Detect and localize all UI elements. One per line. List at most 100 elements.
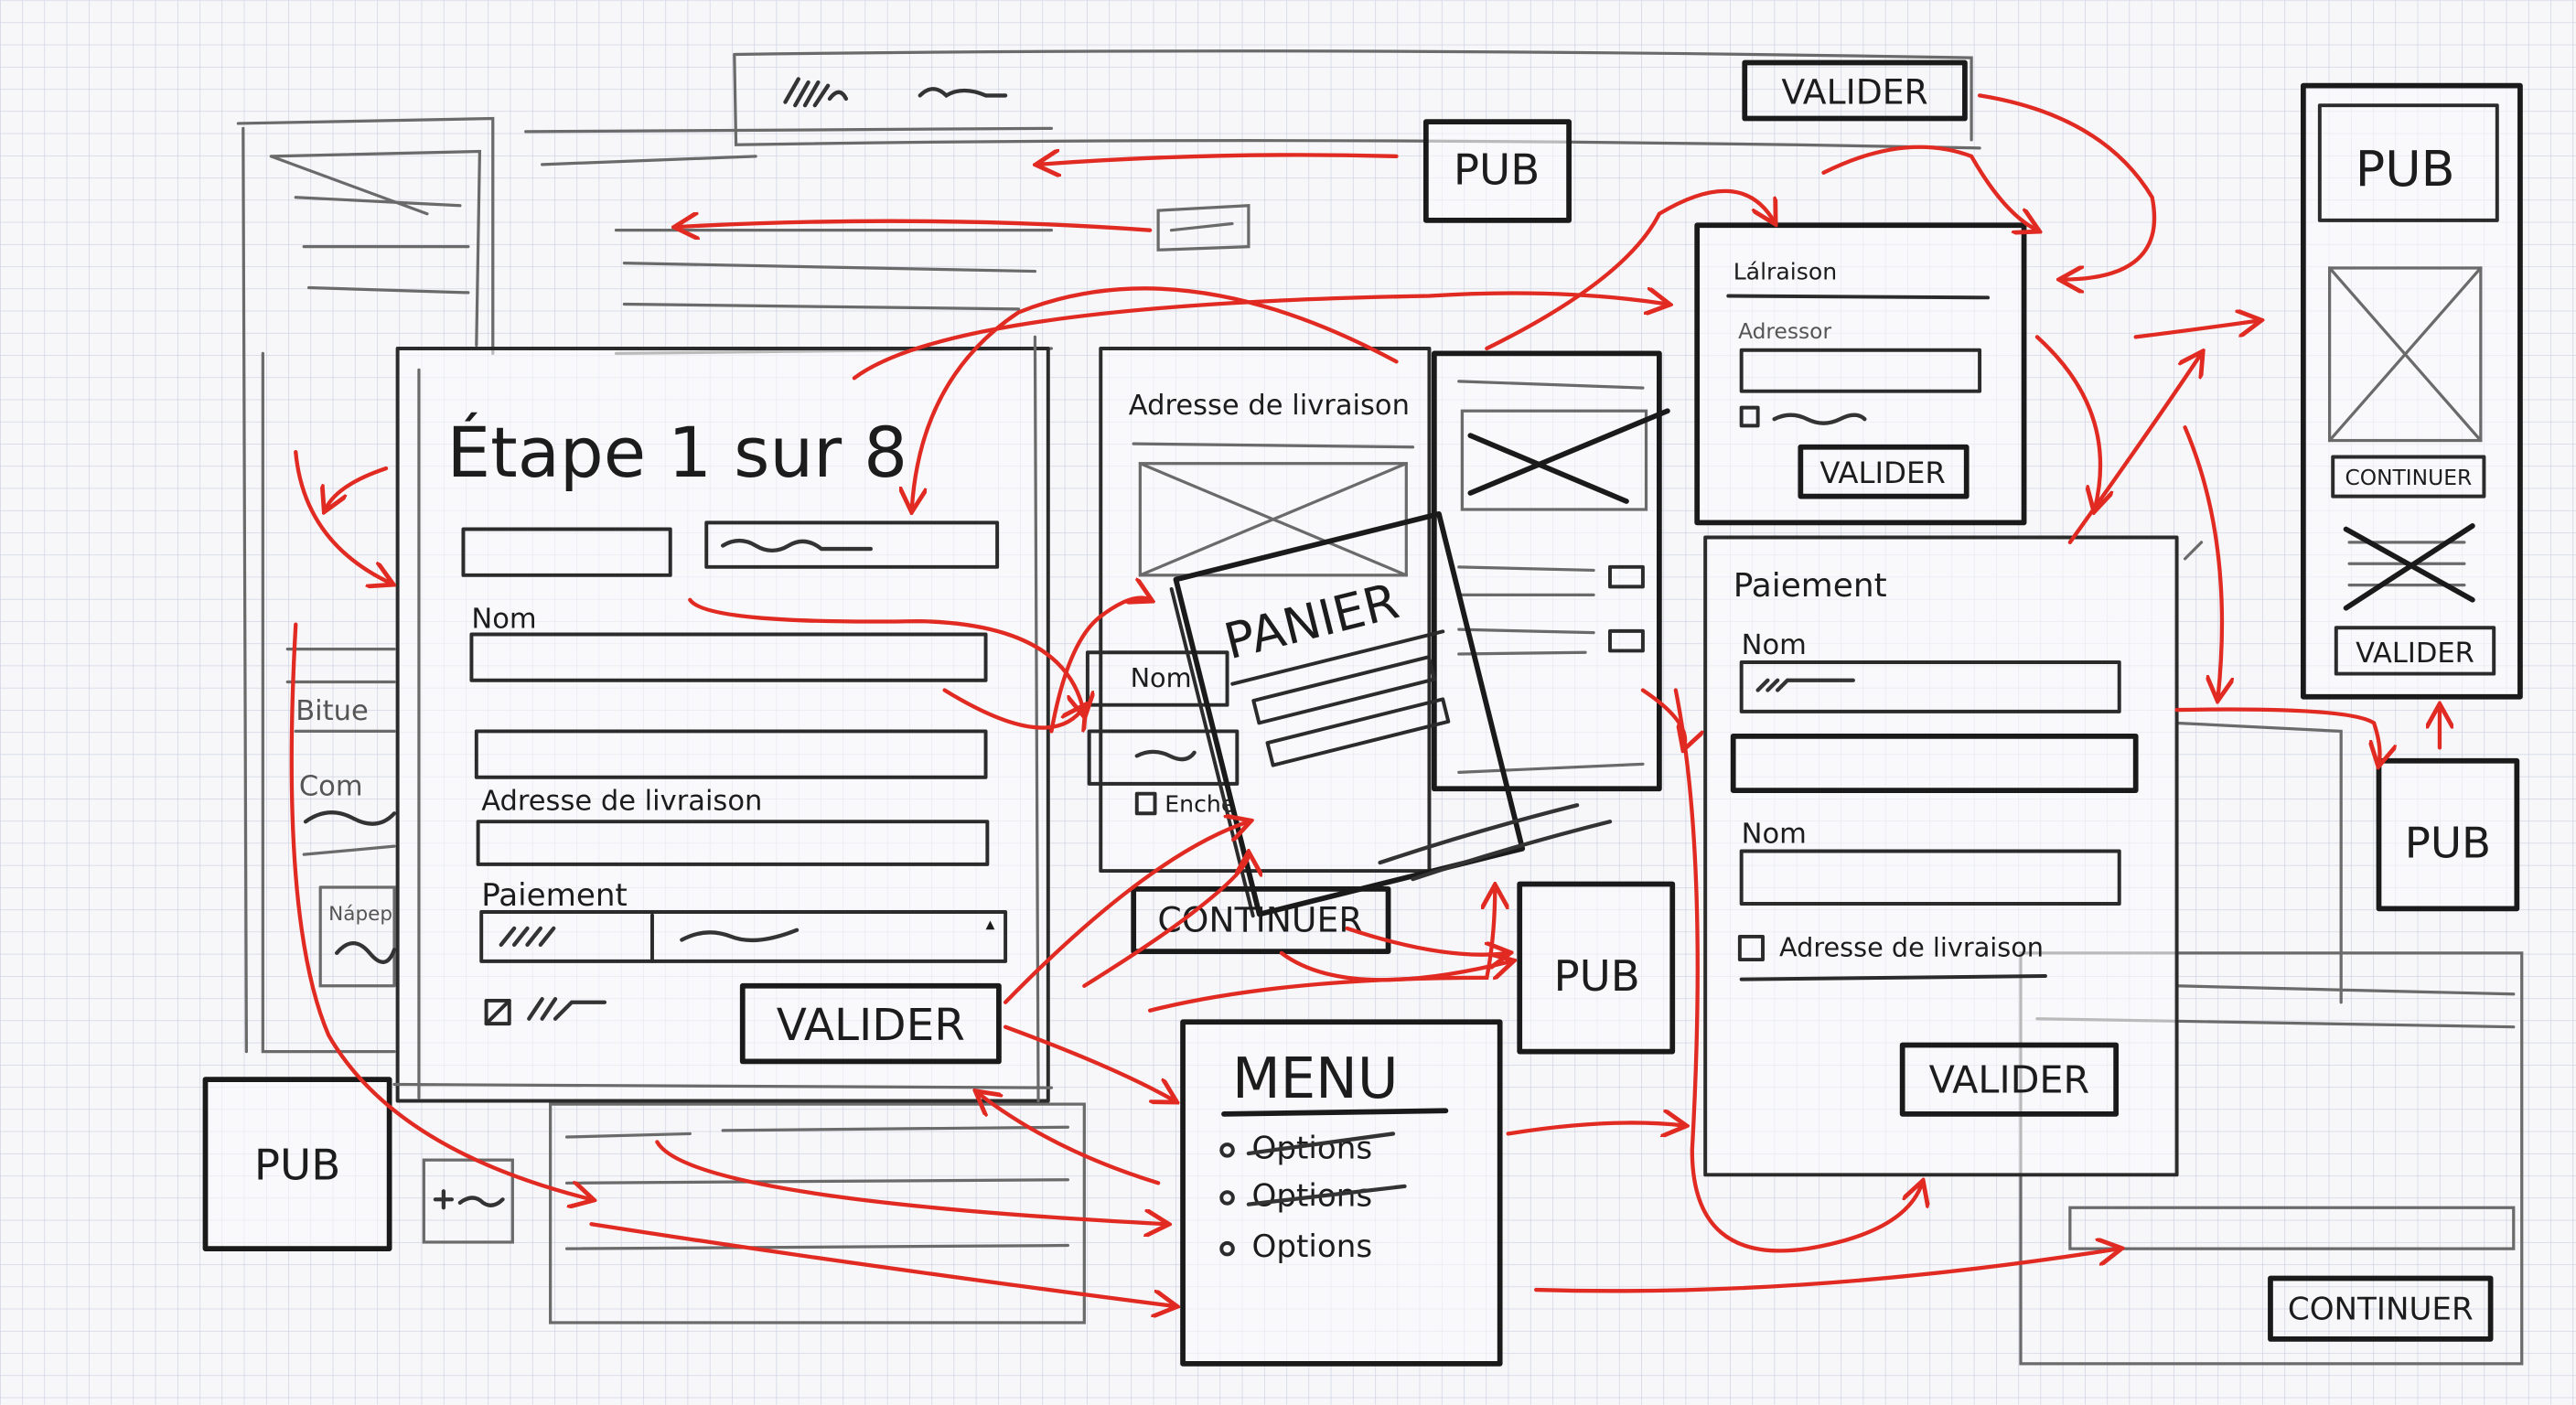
hatched-image-placeholder [1460,409,1648,511]
ad-bottom-left-label: PUB [254,1142,340,1191]
continue-button[interactable]: CONTINUER [1131,885,1391,954]
menu-item[interactable]: Options [1219,1228,1372,1265]
right-validate-label: VALIDER [2356,638,2474,670]
continue-label: CONTINUER [1157,900,1362,940]
flow-arrow [1345,926,1508,955]
flow-arrow [1003,821,1249,1004]
flow-arrow [912,286,1399,509]
payment-select[interactable]: ▴ [479,910,1008,963]
livraison-validate-button[interactable]: VALIDER [1798,444,1970,499]
payment-label: Paiement [481,877,628,914]
ad-right-column-label: PUB [2356,140,2455,198]
flow-arrow [2183,425,2222,698]
flow-arrow [289,622,592,1200]
livraison-address-input[interactable] [1739,348,1982,393]
ad-top-label: PUB [1454,145,1540,195]
menu-item[interactable]: Options [1219,1177,1407,1214]
livraison-validate-label: VALIDER [1819,456,1945,490]
delivery-name-field[interactable]: Nom [1085,650,1229,707]
right-continue-button[interactable]: CONTINUER [2331,455,2486,499]
flow-arrow [1049,598,1150,734]
name-input-2[interactable] [474,729,988,779]
menu-title: MENU [1232,1046,1399,1111]
top-validate-label: VALIDER [1781,71,1927,112]
delivery-title: Adresse de livraison [1129,390,1410,422]
right-continue-label: CONTINUER [2345,465,2472,490]
flow-arrow [589,1222,1175,1306]
hatched-field [461,527,672,577]
top-header-bar: VALIDER [733,49,1981,150]
cart-line-1 [1251,655,1437,725]
address-label: Adresse de livraison [481,786,762,818]
top-validate-button[interactable]: VALIDER [1742,59,1968,122]
payment-address-checkbox[interactable]: Adresse de livraison [1737,931,2044,962]
payment-name-label-2: Nom [1742,819,1807,851]
flow-arrow [978,1093,1161,1185]
payment-title: Paiement [1733,567,1887,605]
name-label: Nom [471,603,536,635]
step-validate-button[interactable]: VALIDER [739,982,1002,1065]
payment-name-input-2[interactable] [1739,849,2121,906]
flow-arrow [1082,854,1249,988]
menu-item[interactable]: Options [1219,1130,1396,1166]
flow-arrow [1003,1024,1175,1101]
right-column-panel: PUB CONTINUER VALIDER [2301,82,2523,700]
flow-arrow [1506,1122,1684,1133]
flow-arrow [1640,688,1685,748]
livraison-checkbox[interactable] [1739,405,1867,428]
flow-arrow [2174,707,2380,764]
ad-middle: PUB [1517,881,1676,1055]
payment-checkbox-label: Adresse de livraison [1779,931,2044,962]
ad-right-label: PUB [2405,820,2491,869]
flow-arrow [2133,320,2259,339]
name-input[interactable] [469,632,988,682]
cart-line-2 [1265,697,1451,767]
flow-arrow [1977,93,2157,279]
payment-name-input-1[interactable] [1739,660,2121,713]
select-caret-icon: ▴ [986,914,995,935]
flow-arrow [1147,887,1495,1013]
step-form-panel: Étape 1 sur 8 Nom Adresse de livraison P… [392,335,1054,1103]
ad-bottom-left: PUB [202,1077,392,1252]
payment-name-label-1: Nom [1742,629,1807,661]
payment-panel: Paiement Nom Nom Adresse de livraison VA… [1703,535,2179,1177]
flow-arrow [326,466,389,509]
product-checkbox-1[interactable] [1608,564,1645,589]
flow-arrow [1534,1249,2120,1293]
flow-arrows [289,93,2440,1306]
background-sketches: Bitue Com Nápep [236,116,2524,1366]
delivery-panel: Adresse de livraison Nom Enche [1085,347,1432,874]
right-image-placeholder [2327,266,2483,443]
livraison-title: Lálraison [1733,259,1837,285]
flow-arrow [677,221,1153,231]
product-checkbox-2[interactable] [1608,628,1645,653]
delivery-name-label: Nom [1131,662,1192,693]
ad-right-column: PUB [2317,103,2499,222]
ad-top: PUB [1422,119,1572,223]
flow-arrow [1673,688,1922,1253]
bg-label-bitue: Bitue [295,695,368,727]
flow-arrow [1485,188,1774,351]
flow-arrow [2034,335,2100,509]
step-title: Étape 1 sur 8 [446,413,907,493]
payment-validate-button[interactable]: VALIDER [1899,1042,2120,1117]
flow-arrow [294,449,391,584]
secondary-input[interactable] [704,520,1000,569]
ad-right: PUB [2376,757,2520,912]
delivery-input[interactable] [1087,729,1240,786]
image-placeholder [1138,462,1408,577]
payment-hatched-field [1730,733,2139,793]
flow-arrow [1821,145,2036,231]
address-input[interactable] [476,820,990,866]
ad-middle-label: PUB [1553,952,1639,1002]
product-panel [1431,350,1670,792]
terms-checkbox[interactable] [484,997,607,1026]
bottom-right-continue-label: CONTINUER [2288,1291,2474,1327]
step-validate-label: VALIDER [777,1000,965,1051]
livraison-panel: Lálraison Adressor VALIDER [1694,222,2027,526]
menu-item-label: Options [1251,1228,1372,1265]
bottom-right-continue-button[interactable]: CONTINUER [2268,1275,2494,1342]
right-validate-button[interactable]: VALIDER [2334,626,2496,676]
payment-validate-label: VALIDER [1929,1058,2090,1102]
